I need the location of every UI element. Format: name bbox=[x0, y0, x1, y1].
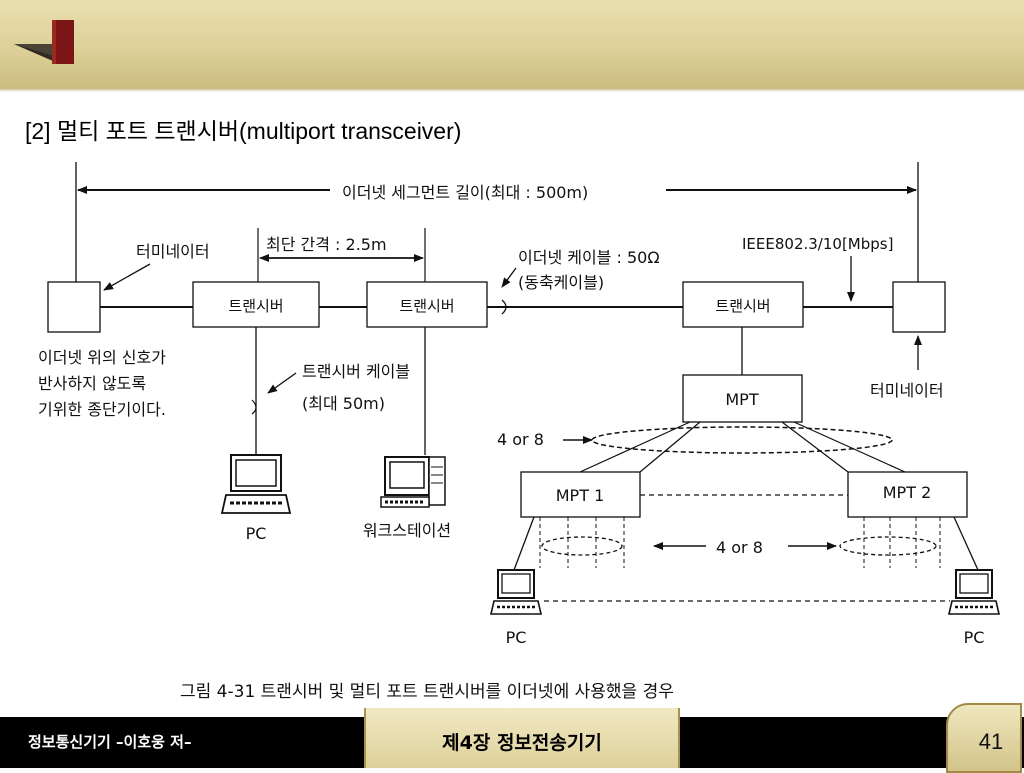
terminator-right-label: 터미네이터 bbox=[870, 381, 944, 400]
slide-logo-icon bbox=[14, 20, 74, 64]
transceiver-label-1: 트랜시버 bbox=[228, 297, 283, 315]
mpt-1-label: MPT 1 bbox=[556, 486, 605, 505]
reflection-note-line-3: 기위한 종단기이다. bbox=[38, 400, 166, 419]
pc-label-2: PC bbox=[506, 628, 527, 647]
fanout-label-1: 4 or 8 bbox=[497, 430, 544, 449]
pc-icon bbox=[489, 569, 543, 615]
page-number-badge: 41 bbox=[946, 703, 1022, 773]
transceiver-cable-label: 트랜시버 케이블 bbox=[302, 362, 410, 381]
mpt-1-box bbox=[520, 471, 641, 518]
pc-icon bbox=[947, 569, 1001, 615]
min-spacing-dimension: 최단 간격 : 2.5m bbox=[257, 228, 426, 282]
pc-label-3: PC bbox=[964, 628, 985, 647]
transceiver-label-2: 트랜시버 bbox=[399, 297, 454, 315]
transceiver-label-3: 트랜시버 bbox=[715, 297, 770, 315]
segment-length-label: 이더넷 세그먼트 길이(최대 : 500m) bbox=[342, 183, 588, 202]
segment-length-dimension: 이더넷 세그먼트 길이(최대 : 500m) bbox=[75, 162, 919, 282]
slide-title: [2] 멀티 포트 트랜시버(multiport transceiver) bbox=[25, 118, 462, 144]
terminator-left-label: 터미네이터 bbox=[136, 242, 210, 261]
fanout-label-2: 4 or 8 bbox=[716, 538, 763, 557]
pc-label-1: PC bbox=[246, 524, 267, 543]
ethernet-cable-label: 이더넷 케이블 : 50Ω bbox=[518, 248, 660, 267]
pc-icon bbox=[220, 454, 292, 514]
mpt-2-box bbox=[847, 471, 968, 518]
workstation-icon bbox=[380, 456, 446, 508]
ieee-label: IEEE802.3/10[Mbps] bbox=[742, 235, 893, 253]
figure-caption: 그림 4-31 트랜시버 및 멀티 포트 트랜시버를 이더넷에 사용했을 경우 bbox=[180, 682, 674, 702]
header-shadow bbox=[0, 88, 1024, 92]
chapter-tab: 제4장 정보전송기기 bbox=[364, 708, 680, 768]
mpt-2-label: MPT 2 bbox=[883, 483, 932, 502]
workstation-label: 워크스테이션 bbox=[363, 521, 451, 540]
reflection-note-line-1: 이더넷 위의 신호가 bbox=[38, 348, 166, 367]
footer-author: 정보통신기기 –이호웅 저– bbox=[28, 733, 192, 751]
transceiver-box-2 bbox=[366, 281, 488, 328]
mpt-top-box bbox=[682, 374, 803, 423]
header-bar bbox=[0, 0, 1024, 88]
reflection-note-line-2: 반사하지 않도록 bbox=[38, 374, 146, 393]
mpt-top-label: MPT bbox=[725, 390, 758, 409]
transceiver-cable-max-label: (최대 50m) bbox=[302, 394, 385, 413]
coax-cable-label: (동축케이블) bbox=[518, 273, 604, 292]
transceiver-box-3 bbox=[682, 281, 804, 328]
page-number: 41 bbox=[978, 729, 1004, 754]
terminator-left bbox=[47, 281, 101, 333]
terminator-right bbox=[892, 281, 946, 333]
min-spacing-label: 최단 간격 : 2.5m bbox=[266, 235, 387, 254]
chapter-label: 제4장 정보전송기기 bbox=[442, 732, 602, 754]
